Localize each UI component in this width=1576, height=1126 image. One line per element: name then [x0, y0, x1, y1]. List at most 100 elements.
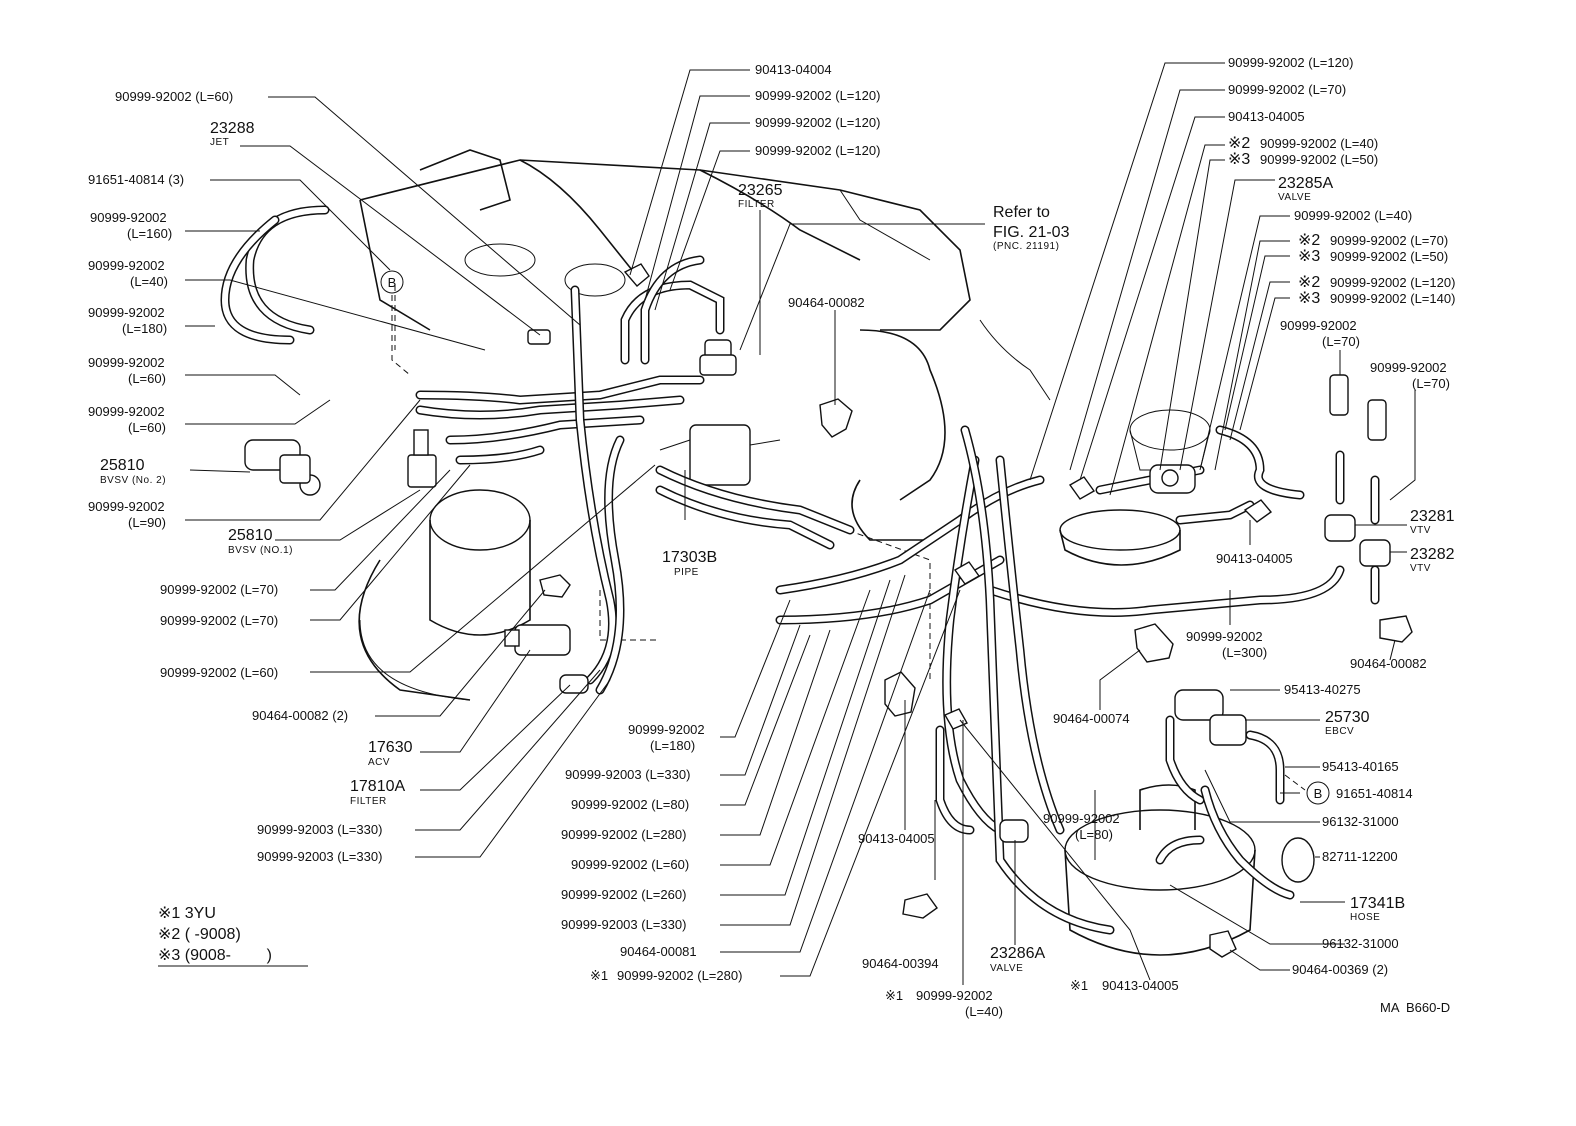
callout-hose-l70-2: 90999-92002 (L=70) — [160, 613, 278, 628]
callout-vtv-23282-number: 23282 — [1410, 546, 1455, 563]
callout-clip-90464-00074: 90464-00074 — [1053, 711, 1130, 726]
callout-hose-l120-2: 90999-92002 (L=120) — [755, 115, 880, 130]
acv-17630 — [504, 624, 571, 656]
callout-bvsv1-number: 25810 — [228, 527, 273, 544]
callout-hose-l180-a: 90999-92002 — [88, 305, 165, 320]
callout-filter-17810a-number: 17810A — [350, 778, 405, 795]
labels-center: 90413-04005 90464-00394 ※1 90999-92002 (… — [858, 711, 1179, 1019]
callout-fitting-90413-04005-r16: 90413-04005 — [1216, 551, 1293, 566]
labels-left: 90999-92002 (L=60) 23288 JET 91651-40814… — [88, 89, 413, 864]
callout-hose-92003-l330-1: 90999-92003 (L=330) — [257, 822, 382, 837]
callout-valve-23286a-name: VALVE — [990, 963, 1023, 974]
callout-hose-l180-b: (L=180) — [122, 321, 167, 336]
mark-note-3-r9: ※3 — [1298, 248, 1320, 265]
clip-90464-00082-center — [819, 398, 853, 438]
callout-hose-17341b-name: HOSE — [1350, 912, 1380, 923]
callout-hose-l90-a: 90999-92002 — [88, 499, 165, 514]
mark-note-1-c6: ※1 — [1070, 978, 1088, 993]
callout-hose-l60-2a: 90999-92002 — [88, 404, 165, 419]
callout-hose-l40-bottom-b: (L=40) — [965, 1004, 1003, 1019]
callout-fitting-90413-04005-center: 90413-04005 — [858, 831, 935, 846]
callout-acv-name: ACV — [368, 757, 390, 768]
callout-ebcv-name: EBCV — [1325, 726, 1354, 737]
callout-clamp-91651-40814: 91651-40814 — [1336, 786, 1413, 801]
callout-hose-l60-3: 90999-92002 (L=60) — [160, 665, 278, 680]
callout-hose-l300-b: (L=300) — [1222, 645, 1267, 660]
vtv-23281 — [1324, 374, 1356, 542]
drawing-code: MA B660-D — [1380, 1000, 1450, 1015]
clip-90464-00081 — [884, 671, 916, 717]
mark-note-3-r11: ※3 — [1298, 290, 1320, 307]
callout-valve-23286a-number: 23286A — [990, 945, 1045, 962]
callout-hose-l40-a: 90999-92002 — [88, 258, 165, 273]
hose-band-82711 — [1281, 837, 1315, 883]
callout-fitting-90413-04005-bottom: 90413-04005 — [1102, 978, 1179, 993]
callout-hose-17341b-number: 17341B — [1350, 895, 1405, 912]
callout-hose-l40-bottom-a: 90999-92002 — [916, 988, 993, 1003]
legend-row-3: ※3 (9008- ) — [158, 947, 272, 964]
callout-hose-l70-r12b: (L=70) — [1322, 334, 1360, 349]
air-cleaner — [429, 489, 531, 551]
fitting-90413-04005-c — [944, 708, 968, 730]
callout-jet-number: 23288 — [210, 120, 255, 137]
callout-hose-95413-40165: 95413-40165 — [1322, 759, 1399, 774]
callout-hose-l180-bottom-b: (L=180) — [650, 738, 695, 753]
callout-clamp-96132-31000-1: 96132-31000 — [1322, 814, 1399, 829]
mark-note-2-r8: ※2 — [1298, 232, 1320, 249]
fitting-90413-04004 — [623, 263, 650, 287]
callout-bvsv1-name: BVSV (NO.1) — [228, 545, 293, 556]
callout-hose-l120-1: 90999-92002 (L=120) — [755, 88, 880, 103]
callout-hose-l180-bottom-a: 90999-92002 — [628, 722, 705, 737]
callout-hose-l40-b: (L=40) — [130, 274, 168, 289]
callout-hose-l90-b: (L=90) — [128, 515, 166, 530]
marker-b-left: B — [388, 275, 397, 290]
bvsv-no2 — [244, 439, 321, 496]
callout-hose-l70-r2: 90999-92002 (L=70) — [1228, 82, 1346, 97]
callout-jet-name: JET — [210, 137, 229, 148]
callout-hose-l140-r11: 90999-92002 (L=140) — [1330, 291, 1455, 306]
mark-note-3-r5: ※3 — [1228, 151, 1250, 168]
callout-hose-l280-1: 90999-92002 (L=280) — [561, 827, 686, 842]
callout-hose-l120-r1: 90999-92002 (L=120) — [1228, 55, 1353, 70]
callout-clamp-91651-40814-3: 91651-40814 (3) — [88, 172, 184, 187]
callout-clip-90464-00082-r18: 90464-00082 — [1350, 656, 1427, 671]
vtv-23282 — [1359, 399, 1391, 567]
labels-top: 90413-04004 90999-92002 (L=120) 90999-92… — [662, 62, 1070, 578]
callout-hose-l60-a: 90999-92002 — [88, 355, 165, 370]
callout-filter-17810a-name: FILTER — [350, 796, 387, 807]
labels-right: 90999-92002 (L=120) 90999-92002 (L=70) 9… — [1186, 55, 1455, 977]
callout-hose-l60-2b: (L=60) — [128, 420, 166, 435]
callout-clamp-96132-31000-2: 96132-31000 — [1322, 936, 1399, 951]
callout-acv-number: 17630 — [368, 739, 413, 756]
hoses — [220, 205, 1380, 935]
callout-hose-l260: 90999-92002 (L=260) — [561, 887, 686, 902]
callout-hose-l50-r9: 90999-92002 (L=50) — [1330, 249, 1448, 264]
callout-hose-l70-r13a: 90999-92002 — [1370, 360, 1447, 375]
components — [244, 263, 1413, 958]
callout-fitting-90413-04004: 90413-04004 — [755, 62, 832, 77]
fitting-90413-04005-d — [953, 561, 981, 585]
marker-b-right: B — [1314, 786, 1323, 801]
callout-hose-l60-top: 90999-92002 (L=60) — [115, 89, 233, 104]
clip-90464-00369 — [1209, 930, 1237, 958]
callout-hose-95413-40275: 95413-40275 — [1284, 682, 1361, 697]
callout-filter-23265-name: FILTER — [738, 199, 775, 210]
clip-90464-00082-left — [539, 574, 571, 598]
callout-hose-l70-r13b: (L=70) — [1412, 376, 1450, 391]
callout-valve-23285a-name: VALVE — [1278, 192, 1311, 203]
callout-pipe-number: 17303B — [662, 549, 717, 566]
filter-23265 — [699, 354, 737, 376]
valve-23286a — [999, 819, 1029, 843]
legend-row-2: ※2 ( -9008) — [158, 926, 241, 943]
callout-hose-l70-r8: 90999-92002 (L=70) — [1330, 233, 1448, 248]
callout-valve-23285a-number: 23285A — [1278, 175, 1333, 192]
ebcv-25730 — [1174, 689, 1247, 746]
callout-hose-l80: 90999-92002 (L=80) — [571, 797, 689, 812]
legend: ※1 3YU ※2 ( -9008) ※3 (9008- ) — [158, 905, 308, 967]
callout-clip-90464-00082-top: 90464-00082 — [788, 295, 865, 310]
callout-hose-l160-a: 90999-92002 — [90, 210, 167, 225]
fitting-90413-04005-a — [1068, 476, 1096, 500]
jet-23288 — [527, 329, 551, 345]
callout-band-82711-12200: 82711-12200 — [1322, 849, 1398, 864]
callout-refer-fig: FIG. 21-03 — [993, 224, 1070, 241]
